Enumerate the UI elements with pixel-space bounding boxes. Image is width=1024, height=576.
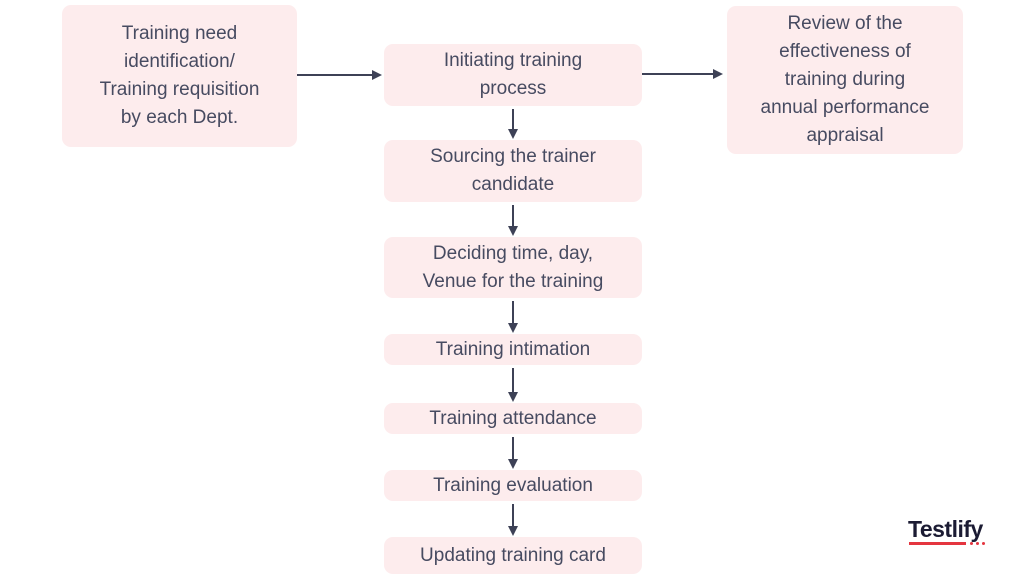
flow-node-training-need: Training need identification/ Training r…: [62, 5, 297, 147]
arrow-head-sourcing-to-deciding-icon: [508, 226, 518, 236]
arrow-line-sourcing-to-deciding: [512, 205, 514, 226]
testlify-logo-underline: [909, 542, 966, 545]
flow-node-review-effectiveness: Review of the effectiveness of training …: [727, 6, 963, 154]
arrow-head-evaluation-to-updating-icon: [508, 526, 518, 536]
testlify-logo: Testlify: [908, 516, 1008, 556]
arrow-head-initiating-to-review-icon: [713, 69, 723, 79]
flow-node-deciding-time: Deciding time, day, Venue for the traini…: [384, 237, 642, 298]
flow-node-training-attendance: Training attendance: [384, 403, 642, 434]
flow-node-updating-training-card: Updating training card: [384, 537, 642, 574]
testlify-logo-dots-icon: [970, 542, 985, 545]
arrow-head-attendance-to-evaluation-icon: [508, 459, 518, 469]
arrow-line-deciding-to-intimation: [512, 301, 514, 323]
arrow-head-intimation-to-attendance-icon: [508, 392, 518, 402]
arrow-line-evaluation-to-updating: [512, 504, 514, 526]
flow-node-sourcing-trainer: Sourcing the trainer candidate: [384, 140, 642, 202]
arrow-head-deciding-to-intimation-icon: [508, 323, 518, 333]
arrow-line-initiating-to-review: [642, 73, 714, 75]
arrow-line-intimation-to-attendance: [512, 368, 514, 392]
testlify-logo-text: Testlify: [908, 516, 983, 542]
arrow-line-attendance-to-evaluation: [512, 437, 514, 459]
arrow-line-left-to-initiating: [297, 74, 373, 76]
arrow-line-initiating-to-sourcing: [512, 109, 514, 129]
arrow-head-initiating-to-sourcing-icon: [508, 129, 518, 139]
flow-node-training-evaluation: Training evaluation: [384, 470, 642, 501]
flow-node-training-intimation: Training intimation: [384, 334, 642, 365]
arrow-head-left-to-initiating-icon: [372, 70, 382, 80]
flow-node-initiating-training: Initiating training process: [384, 44, 642, 106]
